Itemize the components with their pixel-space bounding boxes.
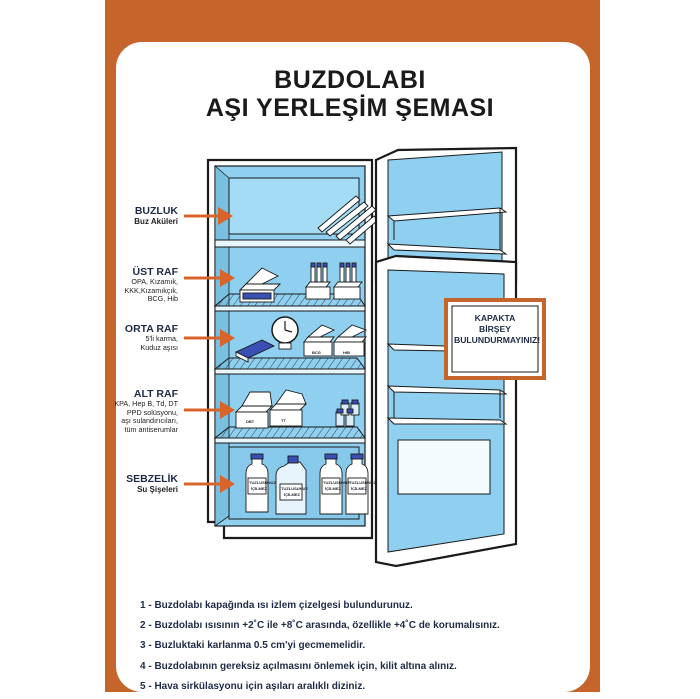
title-line-2: AŞI YERLEŞİM ŞEMASI (205, 94, 495, 122)
freezer-door (374, 146, 518, 284)
label-buzluk: BUZLUK Buz Aküleri (134, 205, 178, 226)
svg-text:TUZLUSUNUZ: TUZLUSUNUZ (323, 480, 350, 485)
box-label-dbt: DBT (246, 419, 255, 424)
door-temperature-chart (397, 439, 491, 495)
instruction-item: 2 - Buzdolabı ısısının +2˚C ile +8˚C ara… (140, 620, 500, 632)
door-warning-sign (444, 298, 546, 380)
instruction-list: 1 - Buzdolabı kapağında ısı izlem çizelg… (140, 598, 500, 699)
instruction-item: 1 - Buzdolabı kapağında ısı izlem çizelg… (140, 600, 413, 611)
ice-packs (317, 195, 379, 245)
svg-text:İÇİLMEZ: İÇİLMEZ (284, 492, 301, 497)
box-label-hib: HIB (343, 350, 350, 355)
svg-text:İÇİLMEZ: İÇİLMEZ (351, 486, 368, 491)
upper-shelf-vaccines (238, 262, 363, 303)
box-label-tt: TT (281, 418, 286, 423)
door-warning-text: KAPAKTA BİRŞEY BULUNDURMAYINIZ! (454, 313, 541, 345)
svg-text:TUZLUSUNUZ: TUZLUSUNUZ (249, 480, 276, 485)
water-bottles (245, 453, 369, 515)
label-ust-raf: ÜST RAF OPA, Kızamık, KKK,Kızamıkçık, BC… (124, 266, 178, 303)
middle-shelf-vaccines (234, 316, 368, 363)
label-arrows (184, 207, 235, 493)
label-orta-raf: ORTA RAF 5'li karma, Kuduz aşısı (124, 323, 178, 352)
title-line-1: BUZDOLABI (274, 66, 426, 94)
lower-shelf-vaccines (234, 389, 360, 429)
label-alt-raf: ALT RAF KPA, Hep B, Td, DT PPD solüsyonu… (114, 388, 178, 434)
svg-text:İÇİLMEZ: İÇİLMEZ (251, 486, 268, 491)
bottle-labels: TUZLUSUNUZ İÇİLMEZ TUZLUSUNUZ İÇİLMEZ TU… (249, 480, 376, 497)
svg-text:TUZLUSUNUZ: TUZLUSUNUZ (349, 480, 376, 485)
instruction-item: 5 - Hava sirkülasyonu için aşıları aralı… (140, 680, 366, 692)
svg-text:TUZLUSUNUZ: TUZLUSUNUZ (281, 486, 308, 491)
instruction-item: 3 - Buzluktaki karlanma 0.5 cm'yi gecmem… (140, 640, 366, 652)
instruction-item: 4 - Buzdolabının gereksiz açılmasını önl… (140, 660, 457, 672)
box-label-bcg: BCG (312, 350, 321, 355)
svg-text:İÇİLMEZ: İÇİLMEZ (325, 486, 342, 491)
label-sebzelik: SEBZELİK Su Şişeleri (126, 473, 178, 494)
